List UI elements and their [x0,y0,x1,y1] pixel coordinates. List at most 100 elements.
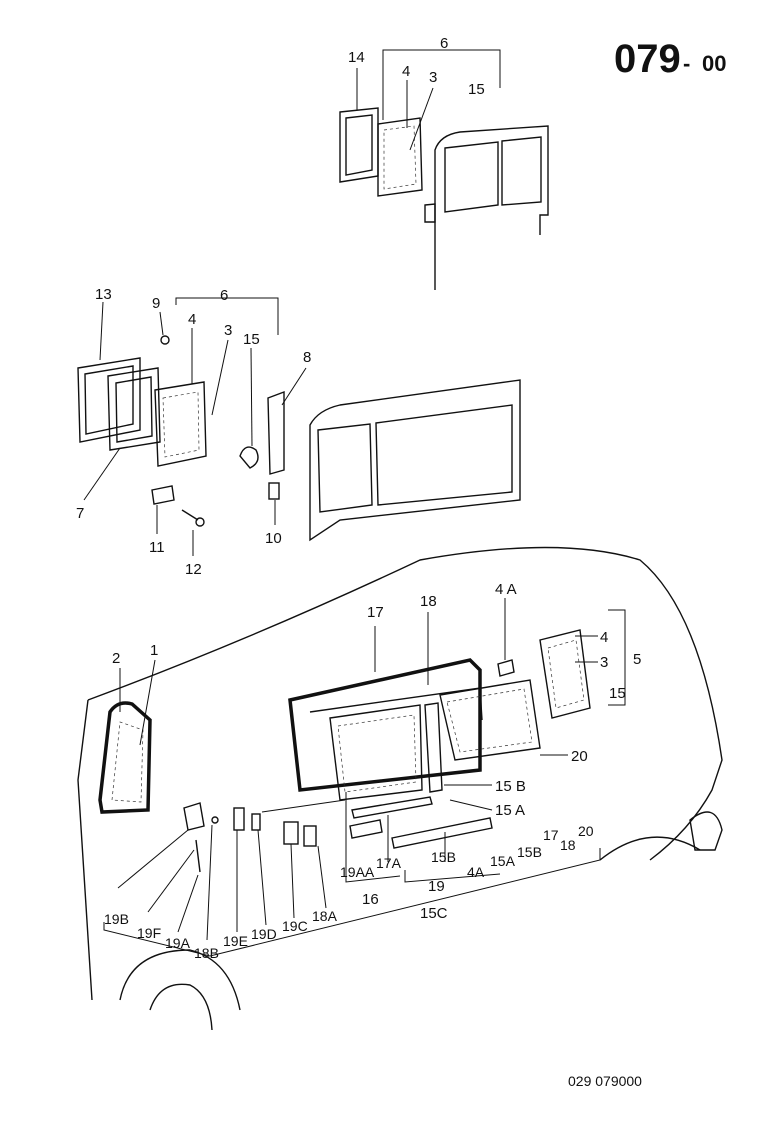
side-panel-mid [309,379,521,542]
callout-15C: 15C [420,905,448,922]
page-code: 079 [614,37,681,81]
leader-7 [83,447,121,501]
callout-3-top: 3 [429,69,437,86]
callout-20: 20 [571,748,588,765]
leader-18A [317,845,327,909]
wheel-arch [119,949,241,1011]
rear-window-glass [547,639,585,709]
callout-4A-lower: 4A [467,864,485,880]
callout-18A: 18A [312,908,338,924]
channel-15B [424,702,443,793]
callout-1: 1 [150,642,158,659]
part-10 [268,482,280,500]
glass-mid [162,391,200,458]
door-pane-right [501,136,542,206]
leader-3-top [409,87,434,151]
callout-15B-lower: 15B [431,849,456,865]
page-code-dash: - [683,51,690,76]
callout-19B: 19B [104,911,129,927]
bracket-5 [608,609,626,706]
callout-18: 18 [420,593,437,610]
leader-1 [139,659,156,746]
top-window-group: 14 6 4 3 15 [339,35,549,290]
glass-top [383,125,417,190]
roof-line [87,546,723,861]
leader-8 [281,367,307,406]
rear-window-frame [539,629,591,719]
seal-14-inner [345,114,373,176]
door-latch [424,203,436,223]
screw-12 [181,509,199,521]
leader-9 [159,311,164,336]
callout-4A: 4 A [495,581,517,598]
callout-4-mid: 4 [188,311,196,328]
part-19E [233,807,245,831]
bracket-6-top [382,49,501,88]
rear-light [689,811,723,851]
callout-list-20: 20 [578,823,594,839]
frame-17 [288,658,482,792]
leader-3-mid [211,339,229,416]
callout-18B: 18B [194,945,219,961]
callout-6-top: 6 [440,35,448,52]
callout-15-mid: 15 [243,331,260,348]
mid-window-group: 13 9 6 4 3 15 8 7 11 12 10 [76,286,521,578]
window-frame-mid [154,381,207,467]
sliding-glass-right [439,679,541,761]
callout-4-bottom: 4 [600,629,608,646]
window-frame-top [377,117,423,197]
leader-19D [257,829,267,926]
bolt-9 [160,335,170,345]
part-19F [195,839,201,873]
leader-19C [290,843,295,919]
wheel [149,983,213,1031]
callout-15B: 15 B [495,778,526,795]
side-pane-left [317,423,373,513]
sliding-glass-left [329,704,423,801]
part-19D [251,813,261,831]
part-19B [183,802,205,831]
callout-19: 19 [428,878,445,895]
callout-19D: 19D [251,926,277,942]
leader-18B [206,824,213,941]
screw-12-head [195,517,205,527]
callout-14-top: 14 [348,49,365,66]
rear-arch [599,836,701,861]
leader-13 [99,301,104,361]
page-suffix: 00 [702,51,726,76]
rail-19AA [349,819,383,839]
door-outline-top [434,125,549,290]
callout-17: 17 [367,604,384,621]
bracket-16 [345,872,401,883]
part-18A [303,825,317,847]
leader-15A [449,799,493,811]
callout-19AA: 19AA [340,864,375,880]
callout-19F: 19F [137,925,161,941]
callout-15A: 15 A [495,802,525,819]
callout-19E: 19E [223,933,248,949]
callout-15A-lower: 15A [490,853,516,869]
door-pane-left [444,141,499,213]
callout-list-18: 18 [560,837,576,853]
seal-13 [77,357,141,443]
callout-15-bottom: 15 [609,685,626,702]
callout-19C: 19C [282,918,308,934]
rail-8 [267,390,285,475]
callout-17A: 17A [376,855,402,871]
leader-15-mid [250,347,253,447]
callout-9: 9 [152,295,160,312]
part-19C [283,821,299,845]
callout-11: 11 [149,539,165,556]
callout-8: 8 [303,349,311,366]
front-edge [77,699,93,1001]
footer-reference: 029 079000 [568,1073,642,1089]
frame-7-inner [115,376,153,443]
clip-15 [239,446,259,469]
leader-19F [147,849,195,913]
callout-19A: 19A [165,935,191,951]
callout-list-17: 17 [543,827,559,843]
leader-19B [117,829,189,889]
bottom-body-group: 2 1 17 18 4 A 4 3 5 15 20 15 B 15 A 17 1… [77,546,723,1031]
leader-hardware [261,799,346,813]
